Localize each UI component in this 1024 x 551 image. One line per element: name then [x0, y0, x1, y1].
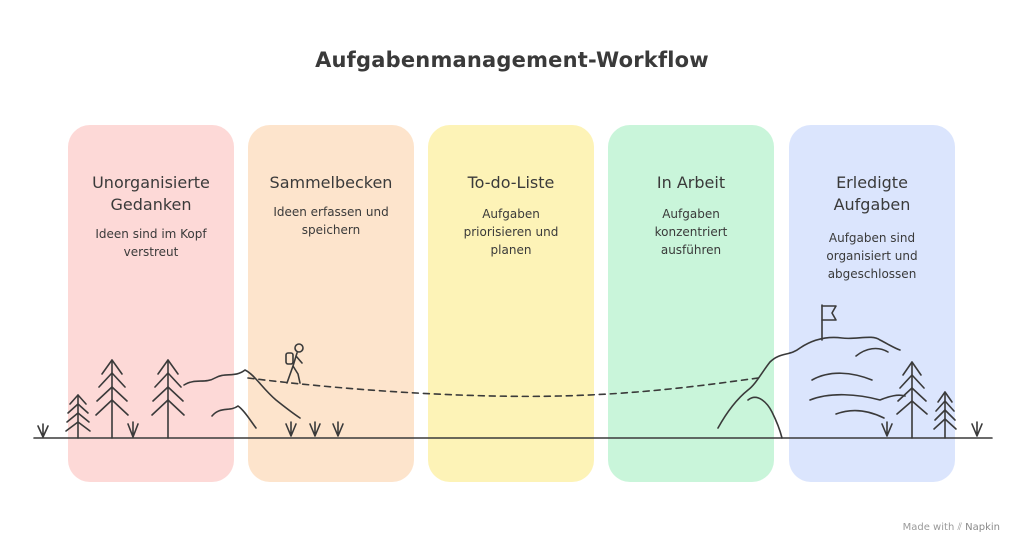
stage-heading: Sammelbecken [269, 173, 393, 192]
stage-description: Aufgaben priorisieren und planen [463, 207, 559, 257]
napkin-logo-icon: ⫽ [957, 522, 962, 533]
stage-description: Aufgaben konzentriert ausführen [654, 207, 728, 257]
stage-column-4: In Arbeit Aufgaben konzentriert ausführe… [608, 125, 774, 482]
stage-heading: Unorganisierte Gedanken [92, 173, 210, 214]
stage-column-2: Sammelbecken Ideen erfassen und speicher… [248, 125, 414, 482]
stage-column-1: Unorganisierte Gedanken Ideen sind im Ko… [68, 125, 234, 482]
stage-heading: Erledigte Aufgaben [833, 173, 911, 214]
stage-description: Ideen erfassen und speichern [273, 205, 389, 237]
stage-column-5: Erledigte Aufgaben Aufgaben sind organis… [789, 125, 955, 482]
page-title: Aufgabenmanagement-Workflow [315, 48, 709, 72]
stage-heading: To-do-Liste [467, 173, 555, 192]
stage-heading: In Arbeit [656, 173, 726, 192]
stage-column-3: To-do-Liste Aufgaben priorisieren und pl… [428, 125, 594, 482]
footer-attribution: Made with ⫽ Napkin [903, 522, 1000, 533]
stage-description: Ideen sind im Kopf verstreut [95, 227, 207, 259]
brand-label: Napkin [965, 522, 1000, 533]
stage-description: Aufgaben sind organisiert und abgeschlos… [826, 231, 918, 281]
made-with-label: Made with [902, 522, 955, 533]
